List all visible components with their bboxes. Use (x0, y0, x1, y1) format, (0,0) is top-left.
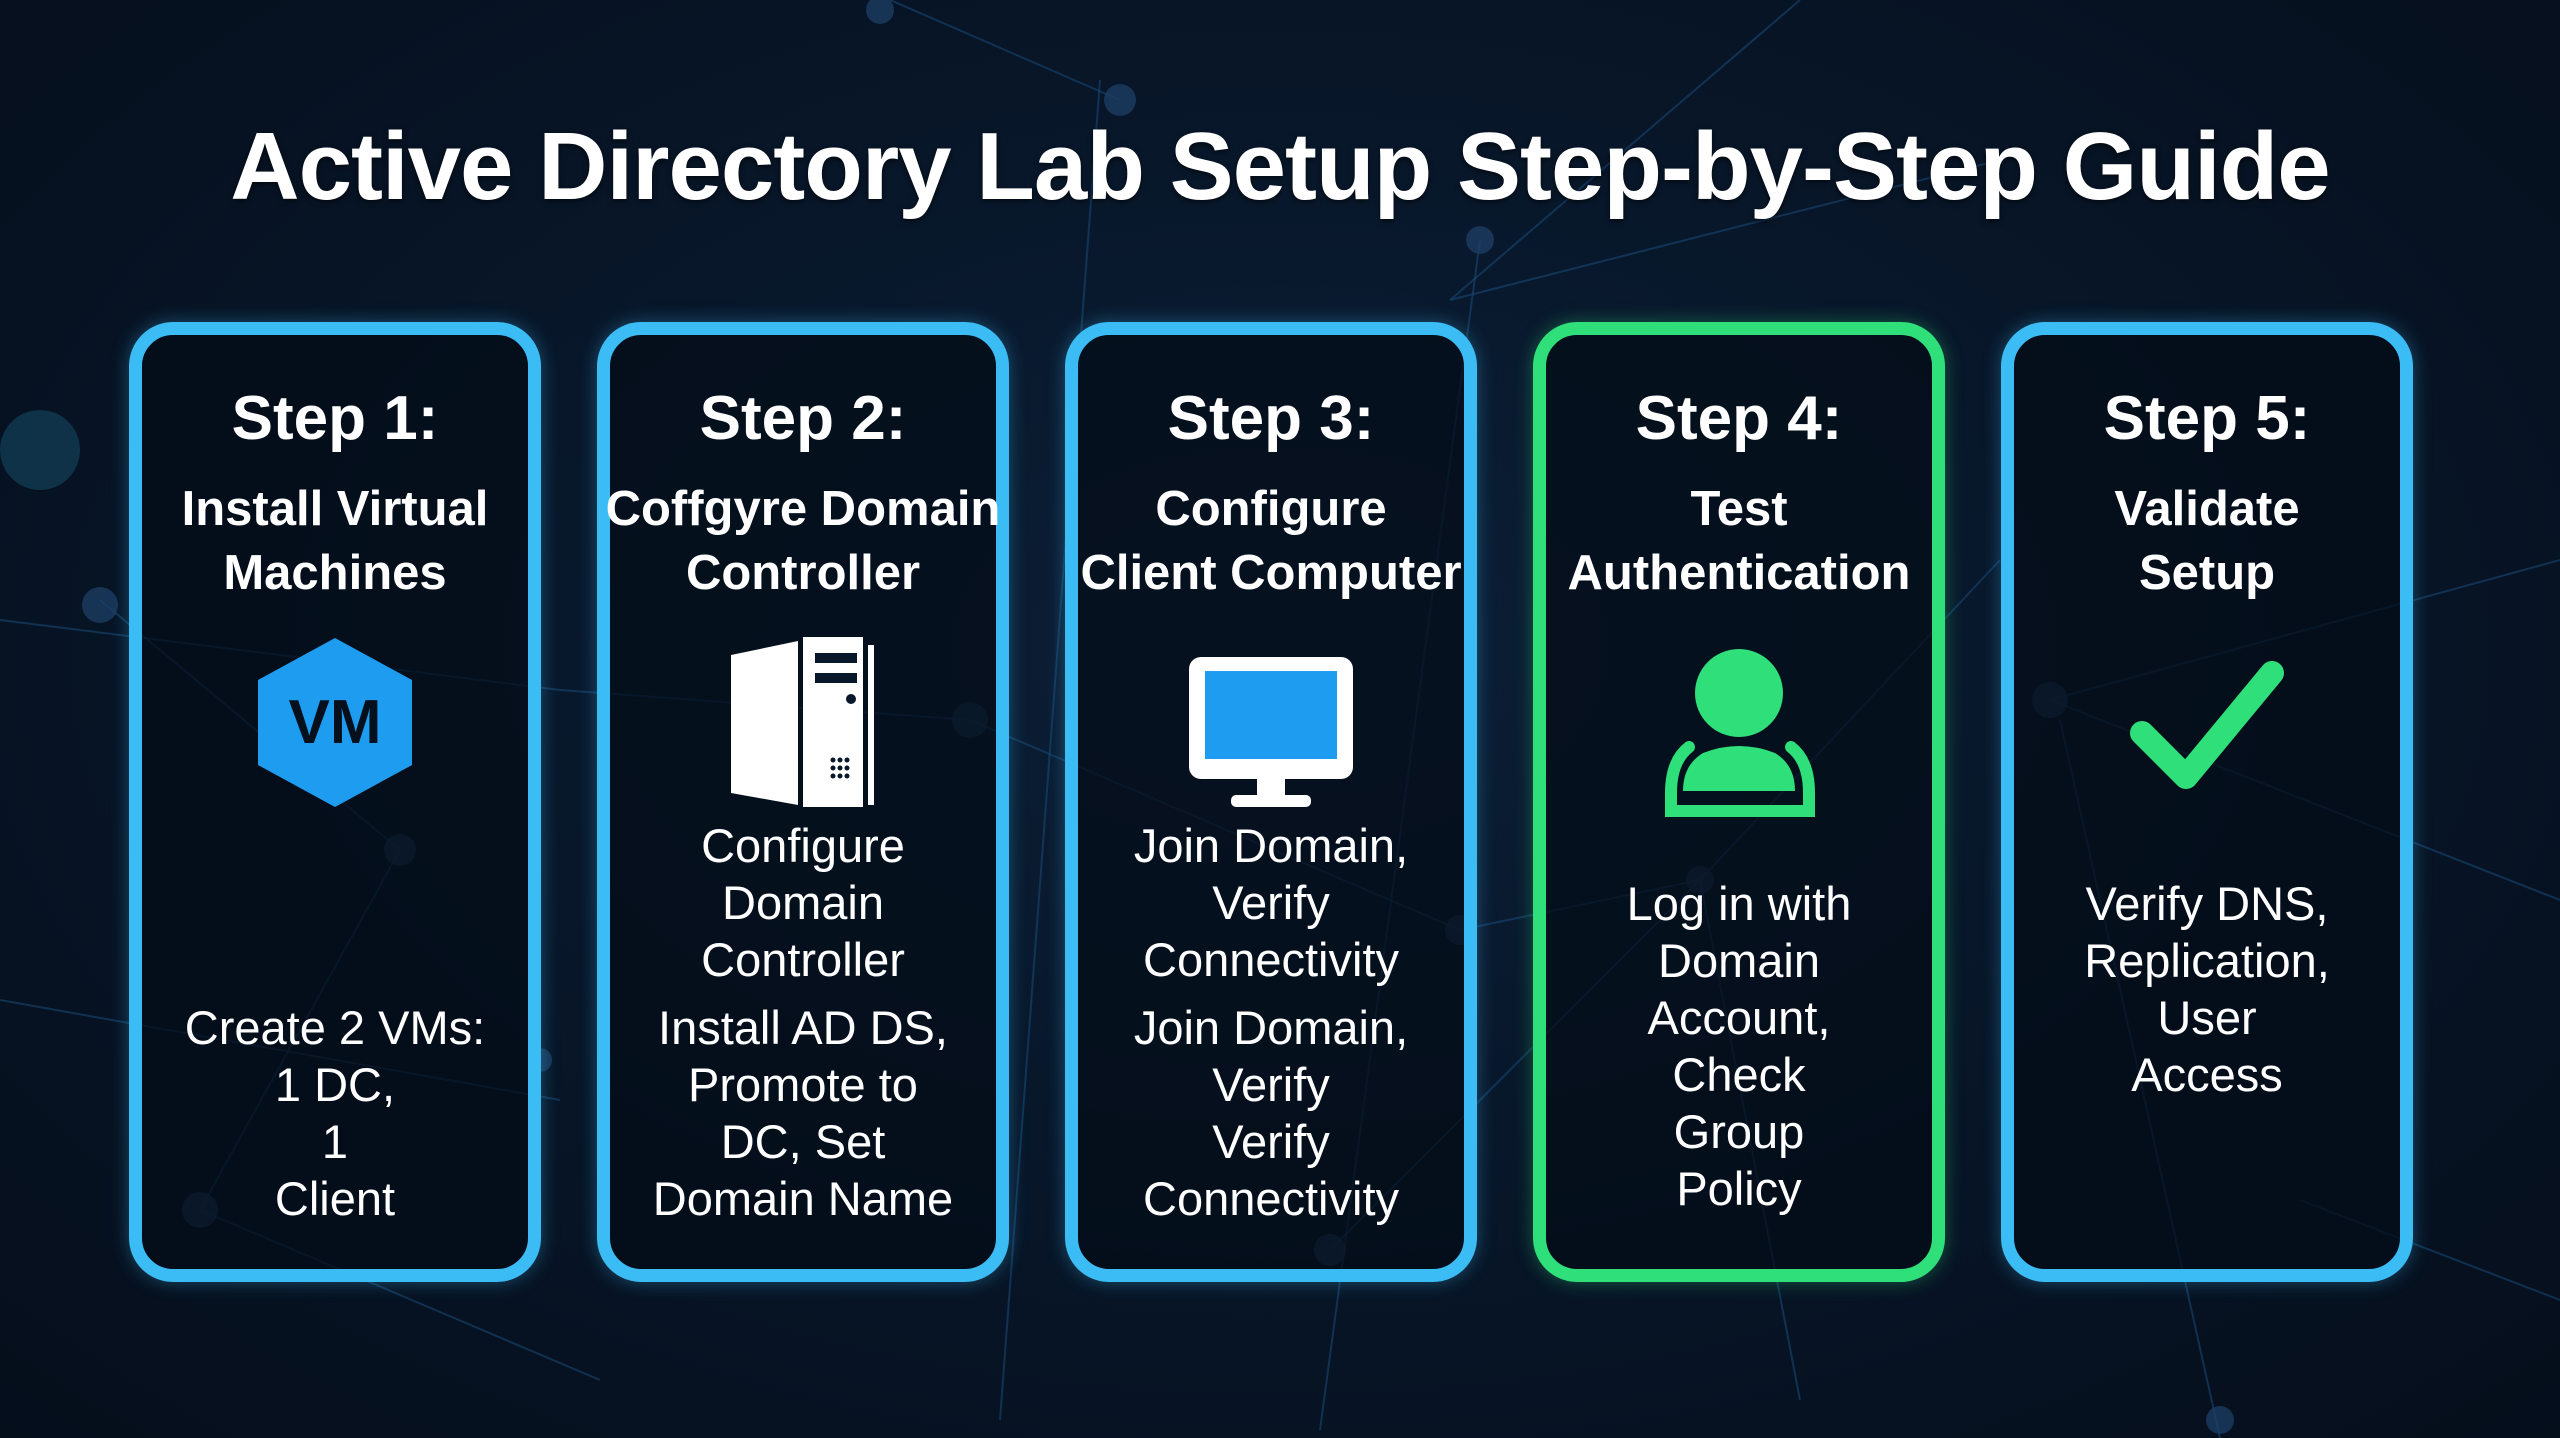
step-title: Test Authentication (1567, 482, 1911, 600)
step-title: Validate Setup (2114, 482, 2300, 600)
step-summary: Join Domain, Verify Connectivity (1133, 819, 1409, 986)
checkmark-icon (2014, 655, 2400, 800)
step-description: Verify DNS, Replication, User Access (2084, 877, 2330, 1101)
step-card-5: Step 5: Validate Setup Verify DNS, Repli… (2001, 322, 2413, 1282)
vm-icon-text: VM (289, 688, 382, 757)
step-title: Install Virtual Machines (181, 482, 489, 600)
desktop-monitor-icon (1078, 653, 1464, 818)
step-description: Create 2 VMs: 1 DC, 1 Client (184, 1001, 486, 1225)
step-card-4: Step 4: Test Authentication Log in with … (1533, 322, 1945, 1282)
step-description: Log in with Domain Account, Check Group … (1626, 877, 1852, 1215)
step-label: Step 1: (231, 384, 439, 453)
step-title: Configure Client Computer (1080, 482, 1462, 600)
user-icon (1546, 643, 1932, 823)
step-label: Step 5: (2103, 384, 2311, 453)
step-description: Install AD DS, Promote to DC, Set Domain… (652, 1001, 954, 1225)
step-card-1: Step 1: Install Virtual Machines VM Crea… (129, 322, 541, 1282)
step-card-2: Step 2: Coffgyre Domain Controller Confi… (597, 322, 1009, 1282)
step-label: Step 2: (699, 384, 907, 453)
step-label: Step 3: (1167, 384, 1375, 453)
vm-hexagon-icon: VM (142, 635, 528, 815)
page-title: Active Directory Lab Setup Step-by-Step … (230, 113, 2330, 220)
step-description: Join Domain, Verify Verify Connectivity (1133, 1001, 1409, 1225)
step-summary: Configure Domain Controller (701, 819, 905, 986)
step-card-3: Step 3: Configure Client Computer Join D… (1065, 322, 1477, 1282)
server-tower-icon (610, 635, 996, 815)
step-label: Step 4: (1635, 384, 1843, 453)
step-title: Coffgyre Domain Controller (605, 482, 1001, 600)
